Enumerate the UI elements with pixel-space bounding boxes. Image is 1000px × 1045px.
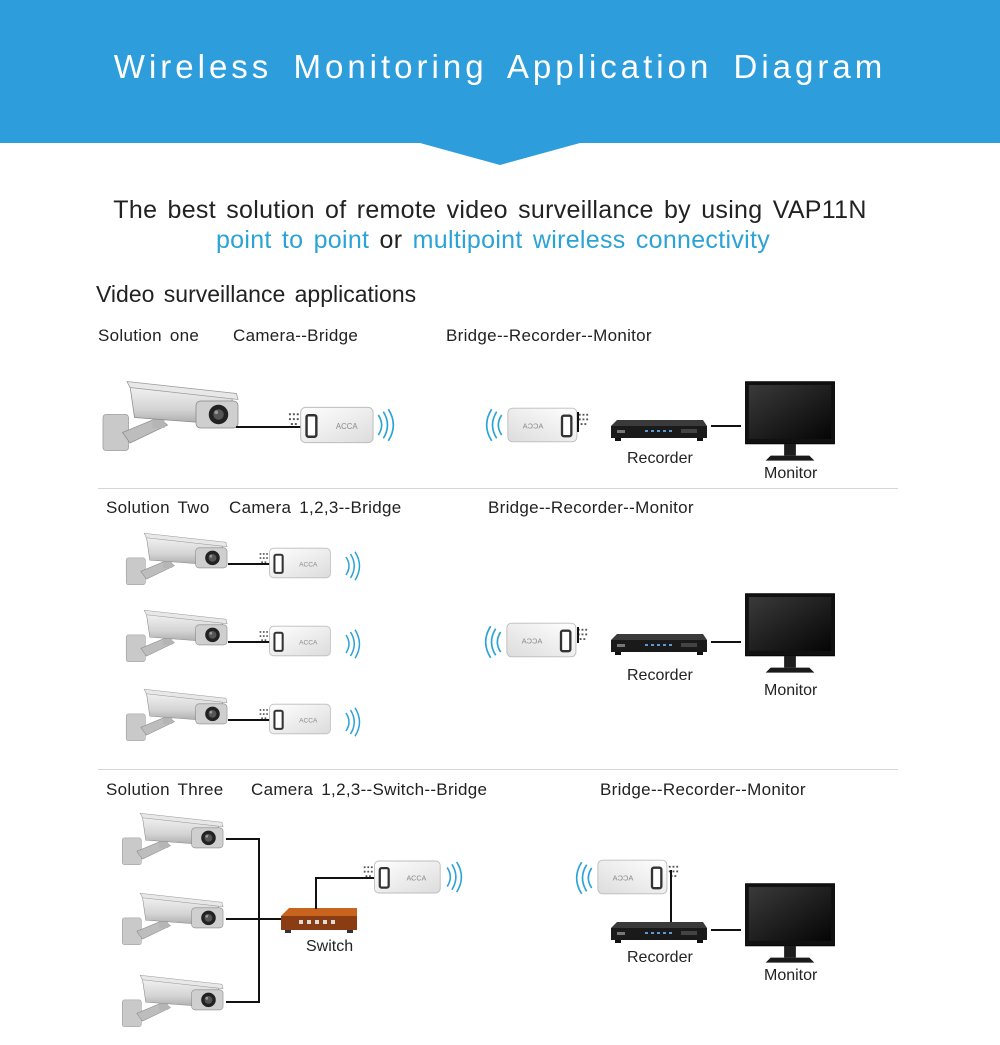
section-heading: Video surveillance applications [96, 281, 417, 307]
cable [315, 877, 317, 909]
bridge-icon [596, 857, 680, 897]
monitor-label: Monitor [764, 967, 818, 984]
intro-highlight-1: point to point [215, 226, 370, 254]
cable [226, 838, 260, 840]
solution-2-right-caption: Bridge--Recorder--Monitor [488, 498, 694, 517]
camera-icon [124, 676, 236, 754]
solution-3-right-caption: Bridge--Recorder--Monitor [600, 780, 806, 799]
section-divider [98, 769, 898, 770]
wifi-waves-icon [375, 405, 395, 445]
recorder-icon [607, 418, 711, 442]
camera-icon [120, 880, 232, 958]
recorder-label: Recorder [627, 667, 693, 684]
bridge-icon [287, 405, 375, 445]
wifi-waves-icon [575, 858, 595, 898]
cable [577, 627, 579, 643]
wifi-waves-icon [343, 704, 361, 740]
wifi-waves-icon [444, 858, 463, 896]
bridge-icon [258, 624, 332, 658]
monitor-icon [737, 592, 843, 676]
monitor-icon [737, 882, 843, 966]
cable [226, 1001, 260, 1003]
intro-connector: or [369, 226, 413, 254]
wifi-waves-icon [343, 548, 361, 584]
wifi-waves-icon [484, 622, 504, 662]
recorder-label: Recorder [627, 450, 693, 467]
page-title: Wireless Monitoring Application Diagram [113, 48, 887, 85]
cable [315, 877, 377, 879]
solution-2-name: Solution Two [106, 498, 210, 517]
cable [577, 412, 579, 432]
header-banner [0, 0, 1000, 143]
intro-highlight-2: multipoint wireless connectivity [412, 226, 771, 254]
monitor-label: Monitor [764, 465, 818, 482]
bridge-icon [362, 858, 442, 896]
recorder-label: Recorder [627, 949, 693, 966]
intro-line-1: The best solution of remote video survei… [113, 196, 867, 224]
switch-label: Switch [306, 938, 354, 955]
wifi-waves-icon [343, 626, 361, 662]
cable [228, 563, 270, 565]
cable [226, 918, 282, 920]
bridge-icon [258, 546, 332, 580]
recorder-icon [607, 920, 711, 944]
cable [711, 425, 741, 427]
cable [258, 838, 260, 1003]
solution-1-right-caption: Bridge--Recorder--Monitor [446, 326, 652, 345]
recorder-icon [607, 632, 711, 656]
section-divider [98, 488, 898, 489]
solution-2-left-caption: Camera 1,2,3--Bridge [229, 498, 402, 517]
camera-icon [124, 597, 236, 675]
solution-3-left-caption: Camera 1,2,3--Switch--Bridge [251, 780, 488, 799]
cable [711, 929, 741, 931]
solution-1-name: Solution one [98, 326, 200, 345]
cable [236, 426, 302, 428]
intro-line-2: point to point or multipoint wireless co… [0, 226, 986, 255]
camera-icon [124, 520, 236, 598]
camera-icon [100, 366, 250, 466]
solution-3-name: Solution Three [106, 780, 224, 799]
camera-icon [120, 962, 232, 1040]
switch-icon [278, 906, 360, 936]
wifi-waves-icon [485, 405, 505, 445]
cable [228, 641, 270, 643]
cable [228, 719, 270, 721]
solution-1-left-caption: Camera--Bridge [233, 326, 359, 345]
bridge-icon [258, 702, 332, 736]
monitor-icon [737, 380, 843, 464]
monitor-label: Monitor [764, 682, 818, 699]
camera-icon [120, 800, 232, 878]
header-pointer [420, 143, 580, 165]
cable [711, 641, 741, 643]
cable [670, 870, 672, 922]
